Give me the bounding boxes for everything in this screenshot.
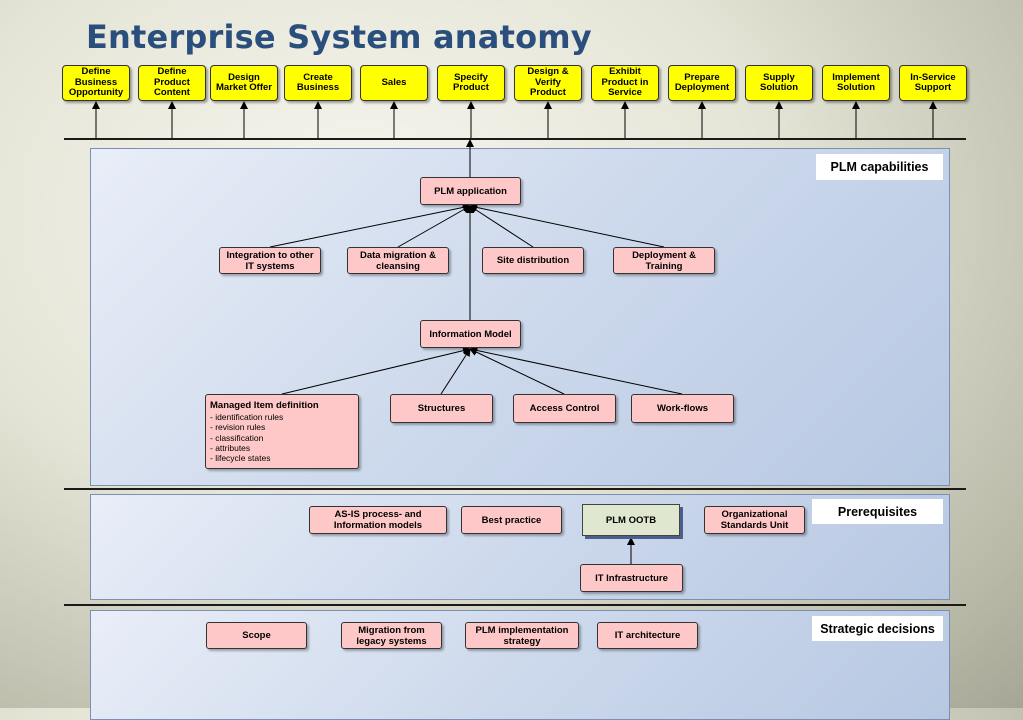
phase-define-product-content: Define Product Content: [138, 65, 206, 101]
migration-legacy-box: Migration from legacy systems: [341, 622, 442, 649]
phase-exhibit-product-in-service: Exhibit Product in Service: [591, 65, 659, 101]
managed-item-definition-box: Managed Item definition - identification…: [205, 394, 359, 469]
managed-item-title: Managed Item definition: [210, 400, 319, 411]
page-title: Enterprise System anatomy: [86, 18, 592, 56]
organizational-standards-box: Organizational Standards Unit: [704, 506, 805, 534]
phase-specify-product: Specify Product: [437, 65, 505, 101]
information-model-box: Information Model: [420, 320, 521, 348]
access-control-box: Access Control: [513, 394, 616, 423]
phase-create-business: Create Business: [284, 65, 352, 101]
managed-item-line: - lifecycle states: [210, 453, 271, 464]
phase-implement-solution: Implement Solution: [822, 65, 890, 101]
scope-box: Scope: [206, 622, 307, 649]
plm-ootb-box: PLM OOTB: [582, 504, 680, 536]
strategic-decisions-label: Strategic decisions: [812, 616, 943, 641]
integration-box: Integration to other IT systems: [219, 247, 321, 274]
site-distribution-box: Site distribution: [482, 247, 584, 274]
deployment-training-box: Deployment & Training: [613, 247, 715, 274]
phase-define-business-opportunity: Define Business Opportunity: [62, 65, 130, 101]
it-infrastructure-box: IT Infrastructure: [580, 564, 683, 592]
prerequisites-label: Prerequisites: [812, 499, 943, 524]
plm-application-box: PLM application: [420, 177, 521, 205]
managed-item-line: - identification rules: [210, 412, 284, 422]
managed-item-line: - revision rules: [210, 422, 266, 433]
structures-box: Structures: [390, 394, 493, 423]
timeline-bar: [64, 138, 966, 140]
work-flows-box: Work-flows: [631, 394, 734, 423]
phase-prepare-deployment: Prepare Deployment: [668, 65, 736, 101]
plm-implementation-strategy-box: PLM implementation strategy: [465, 622, 579, 649]
phase-design-market-offer: Design Market Offer: [210, 65, 278, 101]
managed-item-line: - attributes: [210, 442, 251, 453]
plm-capabilities-label: PLM capabilities: [816, 154, 943, 180]
data-migration-box: Data migration & cleansing: [347, 247, 449, 274]
best-practice-box: Best practice: [461, 506, 562, 534]
phase-supply-solution: Supply Solution: [745, 65, 813, 101]
phase-in-service-support: In-Service Support: [899, 65, 967, 101]
as-is-models-box: AS-IS process- and Information models: [309, 506, 447, 534]
phase-design-verify-product: Design & Verify Product: [514, 65, 582, 101]
separator-line: [64, 604, 966, 606]
separator-line: [64, 488, 966, 490]
managed-item-line: - classification: [210, 432, 264, 443]
it-architecture-box: IT architecture: [597, 622, 698, 649]
phase-sales: Sales: [360, 65, 428, 101]
